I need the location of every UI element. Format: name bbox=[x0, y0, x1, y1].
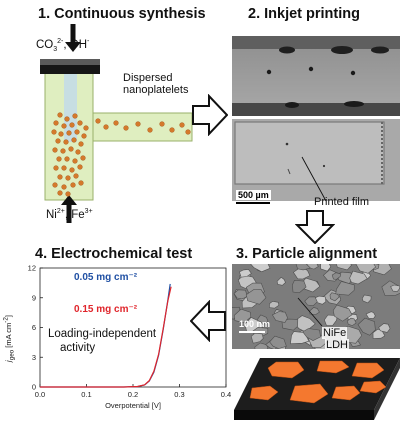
x-tick-label: 0.3 bbox=[174, 390, 184, 399]
x-tick-label: 0.0 bbox=[35, 390, 45, 399]
bottom-reagent-label: Ni2+, Fe3+ bbox=[46, 208, 93, 221]
y-tick-label: 12 bbox=[28, 264, 36, 273]
sem-scale-label: 100 nm bbox=[239, 319, 271, 329]
sem-flake bbox=[378, 323, 391, 333]
sem-flake bbox=[302, 328, 321, 341]
sem-flake bbox=[331, 272, 342, 280]
electrochem-title: 4. Electrochemical test bbox=[35, 246, 193, 262]
sem-flake bbox=[245, 289, 267, 305]
sem-flake bbox=[357, 317, 376, 336]
sem-flake bbox=[233, 308, 252, 324]
aligned-platelets-illustration bbox=[234, 358, 400, 420]
sem-flake bbox=[269, 335, 287, 349]
sem-flake bbox=[390, 284, 400, 292]
inkjet-scale-label: 500 µm bbox=[236, 190, 271, 200]
arrow-down-icon bbox=[295, 210, 335, 244]
platelet bbox=[359, 380, 387, 394]
legend-series-1: 0.05 mg cm⁻² bbox=[74, 272, 138, 283]
annotation-line-2: activity bbox=[60, 342, 96, 354]
sem-flake bbox=[271, 311, 288, 323]
sem-flake bbox=[335, 281, 355, 296]
legend-series-2: 0.15 mg cm⁻² bbox=[74, 304, 138, 315]
arrow-left-icon bbox=[190, 300, 226, 342]
platelet bbox=[249, 385, 279, 401]
ldh-pointer bbox=[297, 297, 323, 327]
nanoplatelets-label: nanoplatelets bbox=[123, 84, 189, 96]
x-tick-label: 0.4 bbox=[221, 390, 231, 399]
arrow-right-icon bbox=[192, 94, 228, 136]
x-tick-label: 0.2 bbox=[128, 390, 138, 399]
sem-flake bbox=[349, 270, 368, 285]
platelet bbox=[267, 361, 305, 379]
sem-flake bbox=[292, 279, 307, 294]
ldh-label-2: LDH bbox=[325, 339, 350, 351]
sem-flake bbox=[335, 264, 352, 271]
y-tick-label: 6 bbox=[32, 323, 36, 332]
sem-flake bbox=[320, 264, 332, 272]
sem-flake bbox=[361, 294, 372, 304]
y-tick-label: 0 bbox=[32, 383, 36, 392]
sem-flake bbox=[306, 264, 319, 270]
printed-film-label: Printed film bbox=[314, 196, 370, 208]
sem-flake bbox=[309, 307, 320, 316]
substrate-front bbox=[234, 410, 374, 420]
tube-cap-top bbox=[40, 59, 100, 65]
sem-flake bbox=[355, 264, 377, 274]
alignment-title: 3. Particle alignment bbox=[236, 246, 378, 262]
sem-flake bbox=[269, 300, 280, 309]
series-line-2 bbox=[40, 286, 172, 388]
synthesis-title: 1. Continuous synthesis bbox=[38, 6, 206, 22]
sem-flake bbox=[304, 296, 318, 307]
sem-flake bbox=[250, 264, 271, 273]
printed-film-image bbox=[232, 119, 400, 201]
ldh-label-1: NiFe bbox=[322, 327, 348, 339]
sem-flake bbox=[332, 304, 353, 322]
particles bbox=[51, 112, 191, 197]
annotation-line-1: Loading-independent bbox=[48, 328, 157, 340]
sem-flake bbox=[365, 311, 376, 319]
sem-flake bbox=[233, 289, 248, 300]
dispersed-label: Dispersed bbox=[123, 72, 173, 84]
synthesis-reactor-illustration bbox=[40, 24, 193, 223]
printed-film-pointer bbox=[301, 156, 327, 202]
x-axis-label: Overpotential [V] bbox=[105, 401, 161, 410]
substrate-side bbox=[374, 358, 400, 420]
x-tick-label: 0.1 bbox=[81, 390, 91, 399]
inkjet-title: 2. Inkjet printing bbox=[248, 6, 360, 22]
platelet bbox=[351, 362, 385, 379]
platelet bbox=[331, 385, 361, 401]
sem-flake bbox=[292, 266, 311, 280]
inkjet-scale-bar bbox=[236, 202, 270, 204]
tube-cap bbox=[40, 65, 100, 74]
sem-flake bbox=[276, 276, 286, 286]
platelet bbox=[289, 383, 329, 404]
y-tick-label: 3 bbox=[32, 353, 36, 362]
platelet bbox=[316, 360, 350, 374]
sem-image bbox=[232, 264, 400, 349]
sem-flake bbox=[347, 317, 357, 326]
y-tick-label: 9 bbox=[32, 293, 36, 302]
inkjet-droplets-image bbox=[232, 36, 400, 116]
sem-flake bbox=[239, 269, 252, 278]
sem-scale-bar bbox=[239, 331, 265, 333]
sem-flake bbox=[250, 332, 264, 344]
